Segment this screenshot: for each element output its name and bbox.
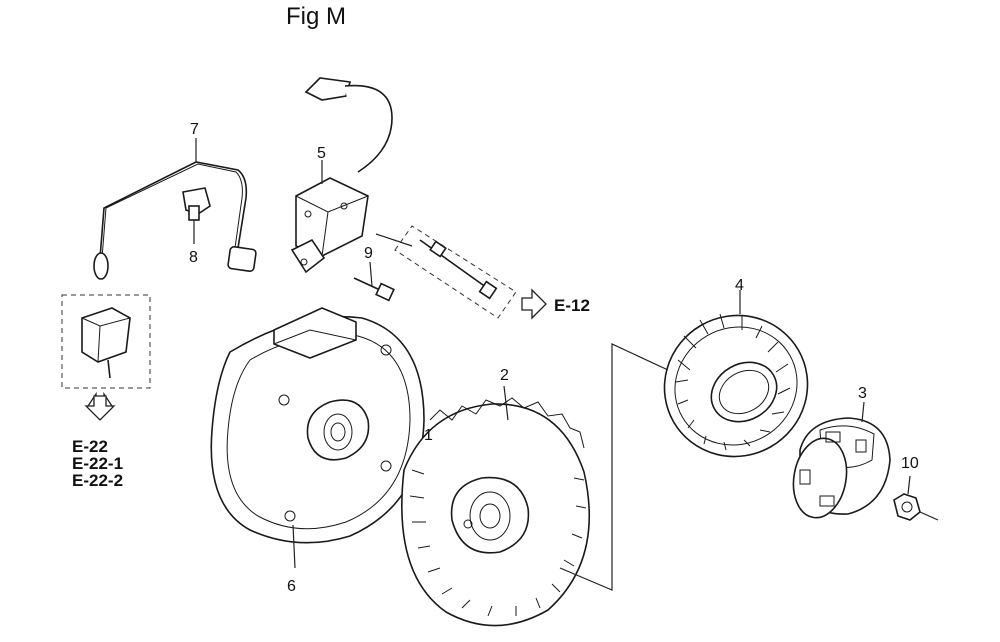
- callout-9: 9: [364, 245, 373, 262]
- callout-1: 1: [424, 427, 433, 444]
- callout-10: 10: [901, 455, 919, 472]
- e12-reference-arrow: E-12: [521, 288, 590, 320]
- part-10-nut: [893, 475, 939, 521]
- figure-title: Fig M: [286, 3, 346, 30]
- e22-reference-arrow: [84, 391, 116, 421]
- leader-line-9: [369, 261, 373, 287]
- callout-5: 5: [317, 145, 326, 162]
- e22-1-reference: E-22-1: [72, 454, 123, 473]
- part-8-clip: [182, 187, 211, 221]
- part-4-starter-pulley: [663, 290, 809, 458]
- callout-8: 8: [189, 249, 198, 266]
- shaft-connector-line: [559, 343, 669, 591]
- e22-2-reference: E-22-2: [72, 471, 123, 490]
- part-6-fan-cover: [210, 307, 425, 569]
- e22-reference: E-22: [72, 437, 108, 456]
- callout-4: 4: [735, 277, 744, 294]
- callout-2: 2: [500, 367, 509, 384]
- e12-reference: E-12: [554, 296, 590, 315]
- callout-3: 3: [858, 385, 867, 402]
- e22-box: [61, 294, 151, 389]
- part-2-flywheel: [401, 385, 590, 627]
- part-9-bolt: [353, 277, 395, 302]
- callout-6: 6: [287, 578, 296, 595]
- part-7-wire: [93, 161, 257, 280]
- part-5-ignition-coil: [290, 77, 393, 274]
- part-3-starter-cup: [792, 401, 891, 519]
- callout-7: 7: [190, 121, 199, 138]
- e12-bolt-group: [375, 225, 517, 319]
